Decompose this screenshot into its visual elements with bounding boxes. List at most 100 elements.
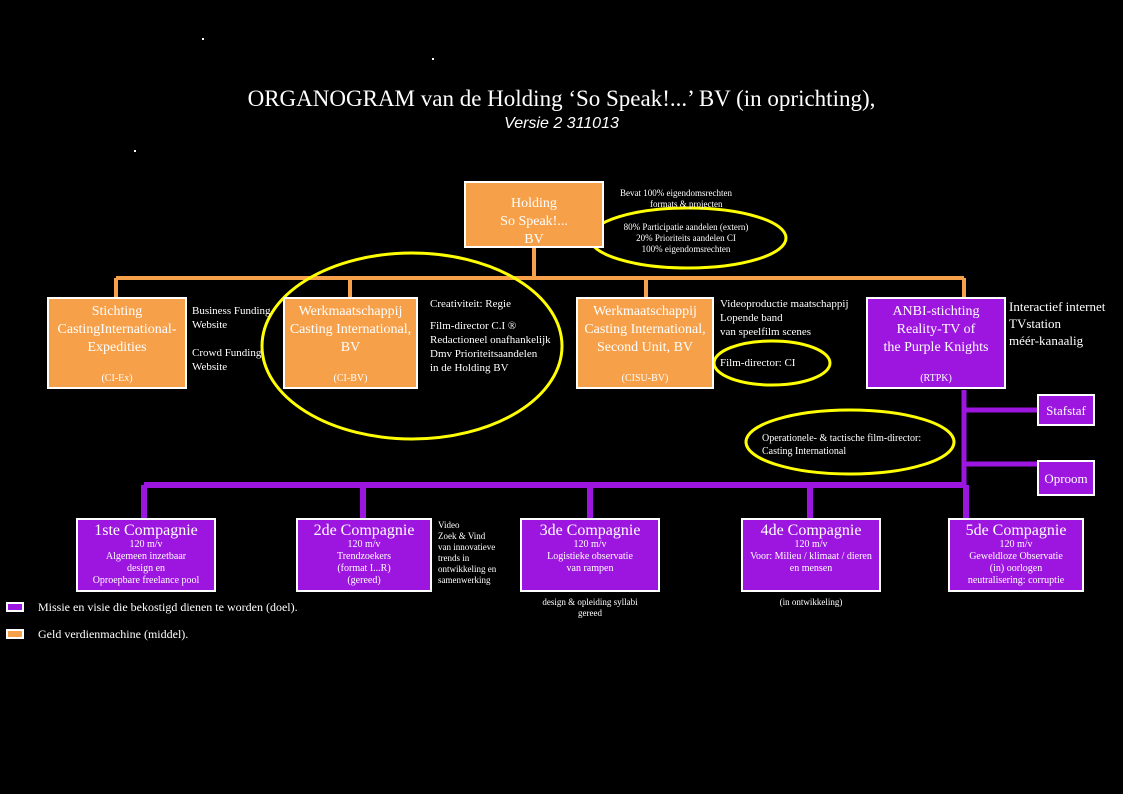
subsidiary-ciex-box: Stichting CastingInternational- Expediti…: [47, 297, 187, 389]
note-line: Zoek & Vind: [438, 531, 486, 541]
page-subtitle: Versie 2 311013: [504, 115, 619, 132]
legend-purple-label: Missie en visie die bekostigd dienen te …: [38, 600, 298, 614]
company-4-box: 4de Compagnie 120 m/v Voor: Milieu / kli…: [741, 518, 881, 592]
company-line: 120 m/v: [999, 539, 1033, 550]
company-line: design en: [126, 563, 166, 574]
note-line: Redactioneel onafhankelijk: [430, 334, 551, 346]
company-line: 120 m/v: [129, 539, 163, 550]
company-name: 3de Compagnie: [539, 522, 641, 539]
note-line: Dmv Prioriteitsaandelen: [430, 348, 538, 360]
note-line: Casting International: [762, 446, 847, 457]
note-line: [192, 332, 271, 346]
page-title: ORGANOGRAM van de Holding ‘So Speak!...’…: [247, 86, 876, 111]
subsidiary-line: Casting International,: [584, 322, 706, 337]
speck: [202, 38, 204, 40]
note-line: in de Holding BV: [430, 362, 509, 374]
holding-box: Holding So Speak!... BV: [464, 181, 604, 248]
subsidiary-line: ANBI-stichting: [892, 304, 980, 319]
cisu-director-note: Film-director: CI: [720, 357, 796, 369]
operational-note: Operationele- & tactische film-director:…: [762, 432, 921, 458]
company-name: 2de Compagnie: [313, 522, 415, 539]
company-1-box: 1ste Compagnie 120 m/v Algemeen inzetbaa…: [76, 518, 216, 592]
company-line: 120 m/v: [347, 539, 381, 550]
stafstaf-label: Stafstaf: [1046, 403, 1086, 418]
subsidiary-code: (CI-BV): [333, 373, 368, 384]
speck: [134, 150, 136, 152]
note-line: Website: [192, 361, 228, 373]
note-line: Operationele- & tactische film-director:: [762, 433, 922, 444]
rtpk-notes: Interactief internet TVstation méér-kana…: [1009, 298, 1105, 349]
holding-note: 100% eigendomsrechten: [641, 244, 731, 254]
subsidiary-line: BV: [340, 340, 361, 355]
subsidiary-line: Reality-TV of: [896, 322, 976, 337]
company-line: 120 m/v: [794, 539, 828, 550]
note-line: Business Funding: [192, 305, 271, 317]
company-name: 1ste Compagnie: [94, 522, 198, 539]
company-line: en mensen: [789, 563, 833, 574]
company-line: (gereed): [347, 575, 381, 586]
subsidiary-line: Werkmaatschappij: [593, 304, 697, 319]
note-line: van speelfilm scenes: [720, 326, 812, 338]
highlight-ellipse-cibv: [260, 251, 564, 441]
subsidiary-cisu-box: Werkmaatschappij Casting International, …: [576, 297, 714, 389]
company-line: (format I...R): [337, 563, 391, 574]
company-name: 4de Compagnie: [760, 522, 862, 539]
speck: [432, 58, 434, 60]
subsidiary-line: Stichting: [91, 304, 143, 319]
company-line: Algemeen inzetbaar: [105, 551, 187, 562]
holding-notes-shares: 80% Participatie aandelen (extern) 20% P…: [616, 222, 756, 255]
holding-note: formats & projecten: [650, 199, 723, 209]
company-name: 5de Compagnie: [965, 522, 1067, 539]
subsidiary-line: Second Unit, BV: [596, 340, 694, 355]
subsidiary-rtpk-box: ANBI-stichting Reality-TV of the Purple …: [866, 297, 1006, 389]
note-line: Interactief internet: [1009, 299, 1106, 314]
subsidiary-line: Werkmaatschappij: [298, 304, 403, 319]
company-line: Logistieke observatie: [547, 551, 633, 562]
legend-orange-label: Geld verdienmachine (middel).: [38, 627, 189, 641]
company-line: neutralisering: corruptie: [967, 575, 1065, 586]
note-line: Website: [192, 319, 228, 331]
ciex-notes: Business Funding Website Crowd Funding W…: [192, 304, 271, 374]
company-line: Oproepbare freelance pool: [92, 575, 200, 586]
legend-purple-swatch: [6, 602, 24, 612]
note-line: [430, 311, 551, 319]
cibv-notes: Creativiteit: Regie Film-director C.I ® …: [430, 297, 551, 375]
note-line: Video: [438, 520, 460, 530]
note-line: van innovatieve: [438, 542, 496, 552]
company-line: 120 m/v: [573, 539, 607, 550]
legend-orange-swatch: [6, 629, 24, 639]
note-line: Crowd Funding: [192, 347, 262, 359]
oproom-label: Oproom: [1044, 471, 1088, 486]
note-line: Lopende band: [720, 312, 783, 324]
note-line: Videoproductie maatschappij: [720, 298, 849, 310]
company-line: (in) oorlogen: [989, 563, 1043, 574]
company-3-box: 3de Compagnie 120 m/v Logistieke observa…: [520, 518, 660, 592]
company-2-notes: Video Zoek & Vind van innovatieve trends…: [438, 520, 496, 586]
holding-line: So Speak!...: [500, 214, 568, 229]
cisu-notes: Videoproductie maatschappij Lopende band…: [720, 297, 849, 339]
company-5-box: 5de Compagnie 120 m/v Geweldloze Observa…: [948, 518, 1084, 592]
subsidiary-line: Casting International,: [289, 322, 412, 337]
oproom-box: Oproom: [1037, 460, 1095, 496]
holding-note: 20% Prioriteits aandelen CI: [636, 233, 736, 243]
highlight-ellipse-operational: [744, 408, 956, 476]
stafstaf-box: Stafstaf: [1037, 394, 1095, 426]
note-line: Creativiteit: Regie: [430, 298, 511, 310]
subsidiary-line: the Purple Knights: [883, 340, 989, 355]
subsidiary-line: Expedities: [87, 340, 147, 355]
note-line: design & opleiding syllabi: [542, 597, 638, 607]
note-line: gereed: [578, 608, 602, 618]
note-line: Film-director C.I ®: [430, 320, 517, 332]
highlight-ellipse-filmdirector: [712, 339, 832, 387]
company-line: Geweldloze Observatie: [969, 551, 1063, 562]
note-line: méér-kanaalig: [1009, 333, 1084, 348]
note-line: TVstation: [1009, 316, 1061, 331]
subsidiary-cibv-box: Werkmaatschappij Casting International, …: [283, 297, 418, 389]
note-line: trends in: [438, 553, 470, 563]
subsidiary-line: CastingInternational-: [57, 322, 177, 337]
note-line: ontwikkeling en: [438, 564, 497, 574]
note-line: samenwerking: [438, 575, 491, 585]
holding-note: Bevat 100% eigendomsrechten: [620, 188, 732, 198]
company-line: Trendzoekers: [336, 551, 392, 562]
